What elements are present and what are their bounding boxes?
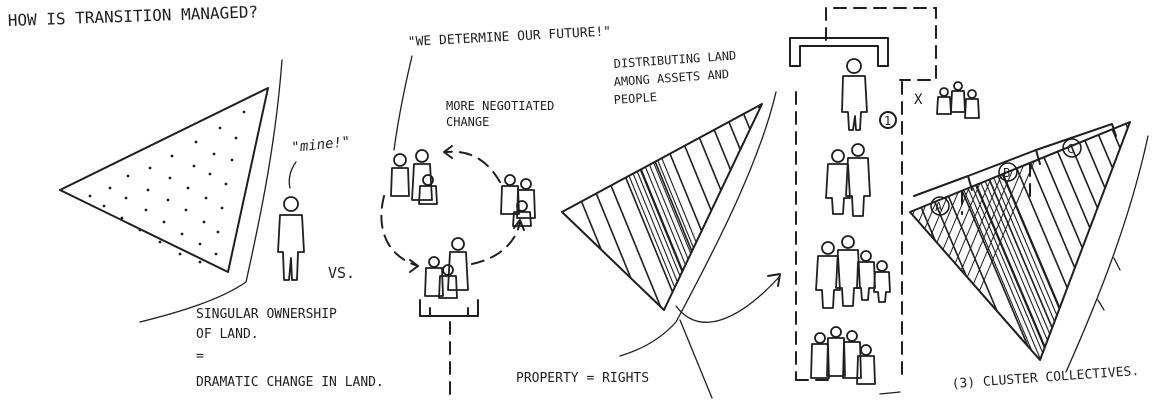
quote-text: "WE DETERMINE OUR FUTURE!" [407, 24, 611, 50]
cluster-brackets [913, 123, 1117, 215]
column-person-pair [825, 143, 871, 217]
podium-symbol [419, 299, 479, 317]
negotiation-cycle-arrows [380, 145, 525, 273]
svg-text:B: B [1003, 166, 1010, 180]
negotiated-line2: CHANGE [446, 115, 489, 129]
svg-text:A: A [935, 200, 943, 214]
group-top-left [390, 149, 438, 205]
times-symbol: X [914, 92, 923, 108]
cluster-collectives-text: (3) CLUSTER COLLECTIVES. [951, 364, 1139, 392]
cluster-label-c: C [1062, 138, 1082, 158]
speech-line [288, 161, 297, 189]
quote-pointer-line [393, 55, 413, 151]
column-person-crowd [810, 326, 876, 385]
cluster-label-b: B [998, 162, 1018, 182]
cluster-label-a: A [930, 196, 950, 216]
svg-text:C: C [1067, 142, 1074, 156]
land-dotted-triangle [59, 59, 283, 323]
title-text: HOW IS TRANSITION MANAGED? [7, 2, 258, 30]
distributing-line2: AMONG ASSETS AND [613, 67, 729, 89]
column-dashed-box [789, 7, 937, 395]
column-person-single [841, 58, 868, 131]
distributing-line3: PEOPLE [613, 90, 657, 107]
numbered-circle-label: 1 [884, 114, 891, 128]
connector-curve [675, 275, 781, 323]
column-person-family [815, 235, 891, 309]
single-person-figure [277, 196, 305, 281]
land-striped-triangle [561, 91, 777, 357]
numbered-circle [879, 111, 897, 129]
singular-ownership-line1: SINGULAR OWNERSHIP [196, 307, 337, 322]
group-bottom [424, 237, 469, 299]
mine-speech: "mine!" [291, 134, 351, 156]
negotiated-line1: MORE NEGOTIATED [446, 99, 554, 113]
connector-line [679, 319, 713, 399]
property-rights-text: PROPERTY = RIGHTS [516, 371, 649, 386]
singular-ownership-line2: OF LAND. [196, 327, 259, 342]
land-cluster-triangle [909, 121, 1149, 373]
equals-sign: = [196, 349, 204, 364]
small-group-top-right [936, 81, 980, 119]
connector-arrowhead [767, 273, 781, 287]
group-right [500, 174, 536, 227]
versus-text: VS. [328, 264, 355, 282]
dramatic-change-text: DRAMATIC CHANGE IN LAND. [196, 375, 384, 390]
